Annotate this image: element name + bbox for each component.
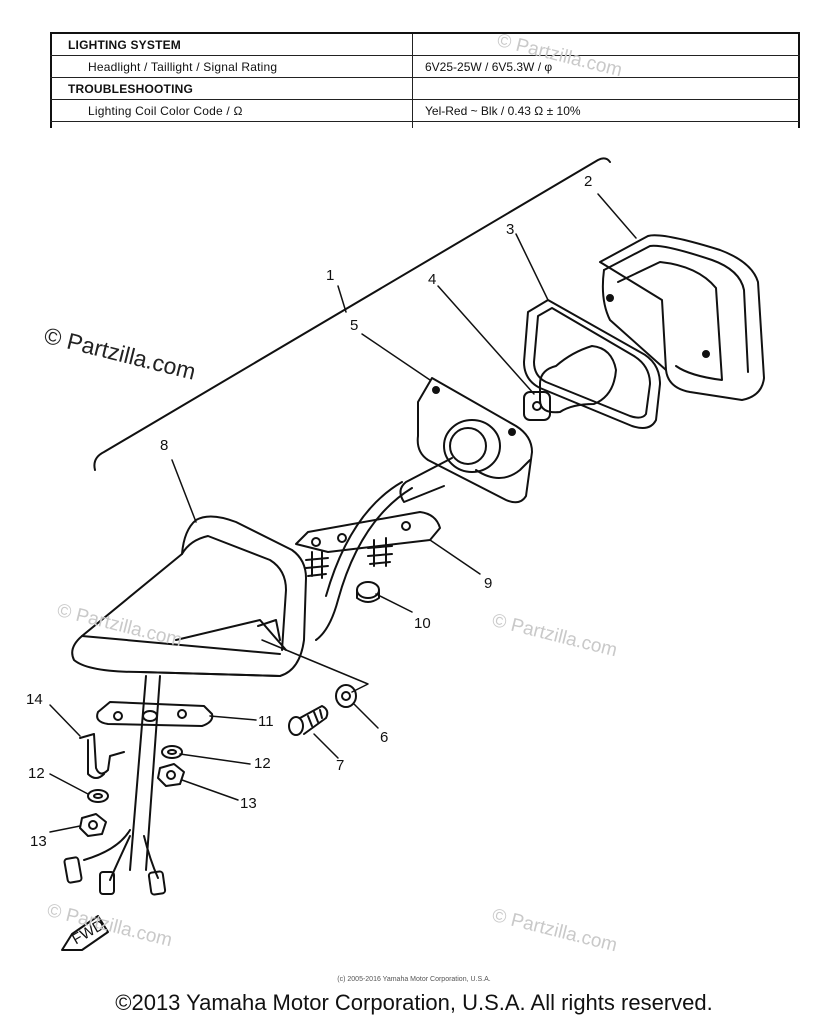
mounting-bracket-part: [295, 511, 441, 579]
nut-part-13-left: [79, 813, 107, 837]
table-border-left: [50, 34, 52, 128]
callout-9: 9: [484, 575, 492, 592]
table-row: TROUBLESHOOTING: [50, 78, 800, 100]
callout-8: 8: [160, 437, 168, 454]
washer-part-6: [335, 684, 357, 708]
wire-leads: [83, 829, 159, 881]
callout-11: 11: [258, 713, 274, 730]
screw-part-7: [288, 705, 329, 736]
callout-14: 14: [26, 691, 43, 708]
row-label: Headlight / Taillight / Signal Rating: [88, 60, 278, 74]
leader-lines: [49, 193, 637, 833]
nut-part-10: [356, 581, 380, 603]
lens-housing-part: [599, 234, 765, 401]
callout-13-right: 13: [240, 795, 257, 812]
callout-3: 3: [506, 221, 514, 238]
assembly-bracket-line: [93, 157, 611, 471]
wire-connectors: [63, 856, 167, 896]
footer-copyright: ©2013 Yamaha Motor Corporation, U.S.A. A…: [115, 990, 713, 1015]
spec-table: LIGHTING SYSTEM Headlight / Taillight / …: [50, 32, 800, 128]
taillight-exploded-diagram: FWD 1 2 3 4 5 6 7 8 9 10 11 12 12 13 13 …: [26, 157, 765, 951]
nut-part-13-right: [157, 763, 185, 787]
callout-numbers: 1 2 3 4 5 6 7 8 9 10 11 12 12 13 13 14: [26, 173, 592, 850]
clamp-part-14: [79, 733, 125, 779]
washer-part-12-right: [161, 745, 183, 759]
callout-2: 2: [584, 173, 592, 190]
callout-12-right: 12: [254, 755, 271, 772]
mounting-plate-part-11: [96, 701, 214, 727]
row-label: TROUBLESHOOTING: [68, 82, 193, 96]
row-label: LIGHTING SYSTEM: [68, 38, 182, 52]
row-label: Lighting Coil Color Code / Ω: [88, 104, 243, 118]
fwd-arrow-icon: [61, 915, 109, 951]
wire-bundle: [129, 675, 161, 871]
row-value: 6V25-25W / 6V5.3W / φ: [425, 60, 553, 74]
socket-plate-part: [315, 377, 533, 641]
callout-10: 10: [414, 615, 431, 632]
washer-part-12-left: [87, 789, 109, 803]
table-row: Headlight / Taillight / Signal Rating 6V…: [50, 56, 800, 78]
callout-13-left: 13: [30, 833, 47, 850]
gasket-part: [523, 299, 661, 429]
bulb-part: [523, 345, 617, 421]
callout-5: 5: [350, 317, 358, 334]
callout-6: 6: [380, 729, 388, 746]
table-column-divider: [412, 34, 413, 128]
rear-housing-part: [71, 515, 307, 677]
table-border-right: [798, 34, 800, 128]
callout-12-left: 12: [28, 765, 45, 782]
table-row: Lighting Coil Color Code / Ω Yel-Red ~ B…: [50, 100, 800, 122]
callout-1: 1: [326, 267, 334, 284]
table-row: LIGHTING SYSTEM: [50, 34, 800, 56]
callout-4: 4: [428, 271, 436, 288]
small-copyright: (c) 2005-2016 Yamaha Motor Corporation, …: [337, 976, 491, 983]
row-value: Yel-Red ~ Blk / 0.43 Ω ± 10%: [425, 104, 581, 118]
callout-7: 7: [336, 757, 344, 774]
